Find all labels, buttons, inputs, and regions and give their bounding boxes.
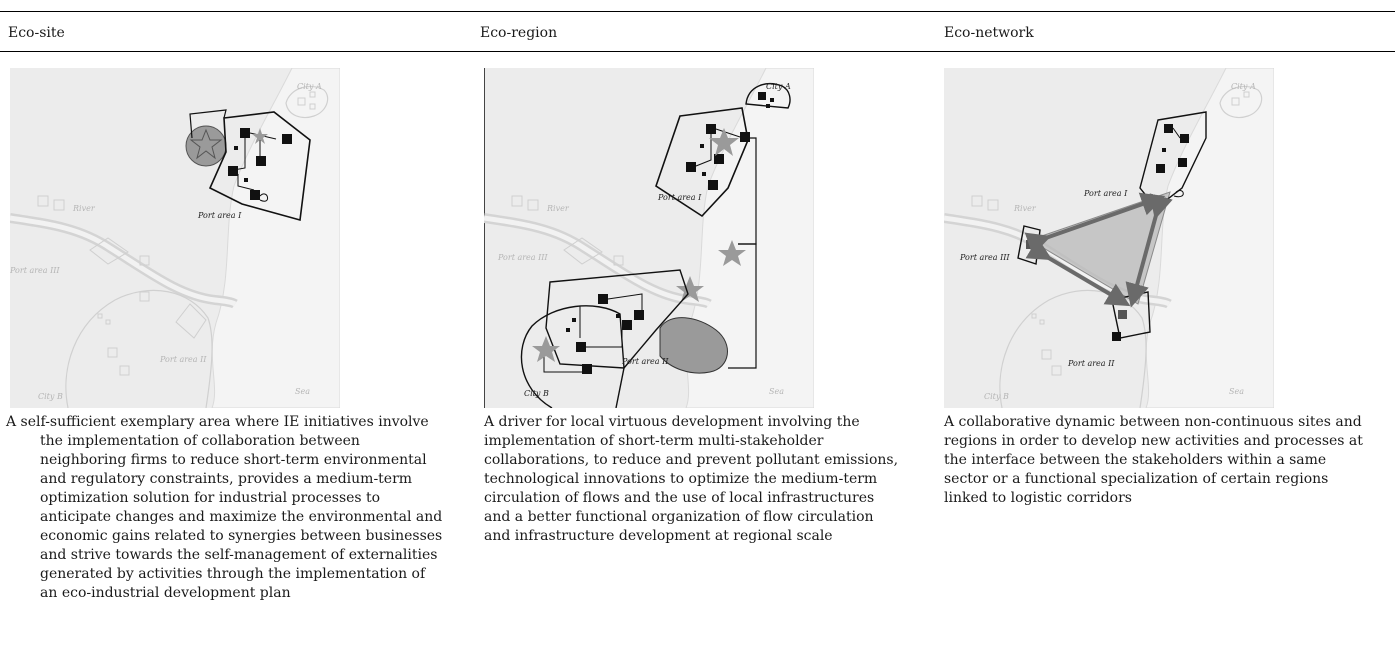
label-port-2: Port area II [1067,359,1115,368]
table-top-rule [0,11,1395,12]
table-header-rule [0,51,1395,52]
label-port-3: Port area III [497,253,548,262]
column-header-eco-region: Eco-region [480,25,558,41]
eco-site-map: City A City B River Sea Port area III Po… [10,68,340,408]
label-sea: Sea [769,387,784,396]
label-sea: Sea [1229,387,1244,396]
description-text: A collaborative dynamic between non-cont… [944,414,1363,506]
label-port-3: Port area III [10,266,60,275]
eco-network-description: A collaborative dynamic between non-cont… [944,413,1364,508]
description-text: A self-sufficient exemplary area where I… [6,414,443,601]
column-header-eco-network: Eco-network [944,25,1034,41]
eco-region-description: A driver for local virtuous development … [484,413,900,546]
label-port-1: Port area I [1083,189,1128,198]
eco-network-map: City A City B River Sea Port area I Port… [944,68,1274,408]
eco-site-description: A self-sufficient exemplary area where I… [6,413,446,603]
eco-region-map: River Sea Port area III City A Port area… [484,68,814,408]
label-city-b: City B [524,389,549,398]
label-city-b: City B [984,392,1009,401]
description-text: A driver for local virtuous development … [484,414,899,544]
label-port-2: Port area II [621,357,669,366]
label-river: River [1013,204,1037,213]
label-city-a: City A [1231,82,1256,91]
label-port-1: Port area I [657,193,702,202]
column-header-eco-site: Eco-site [8,25,65,41]
label-port-1: Port area I [197,211,242,220]
label-river: River [546,204,570,213]
label-sea: Sea [295,387,310,396]
label-city-a: City A [766,82,791,91]
label-river: River [72,204,96,213]
label-port-3: Port area III [959,253,1010,262]
label-port-2: Port area II [159,355,207,364]
label-city-a: City A [297,82,322,91]
label-city-b: City B [38,392,63,401]
